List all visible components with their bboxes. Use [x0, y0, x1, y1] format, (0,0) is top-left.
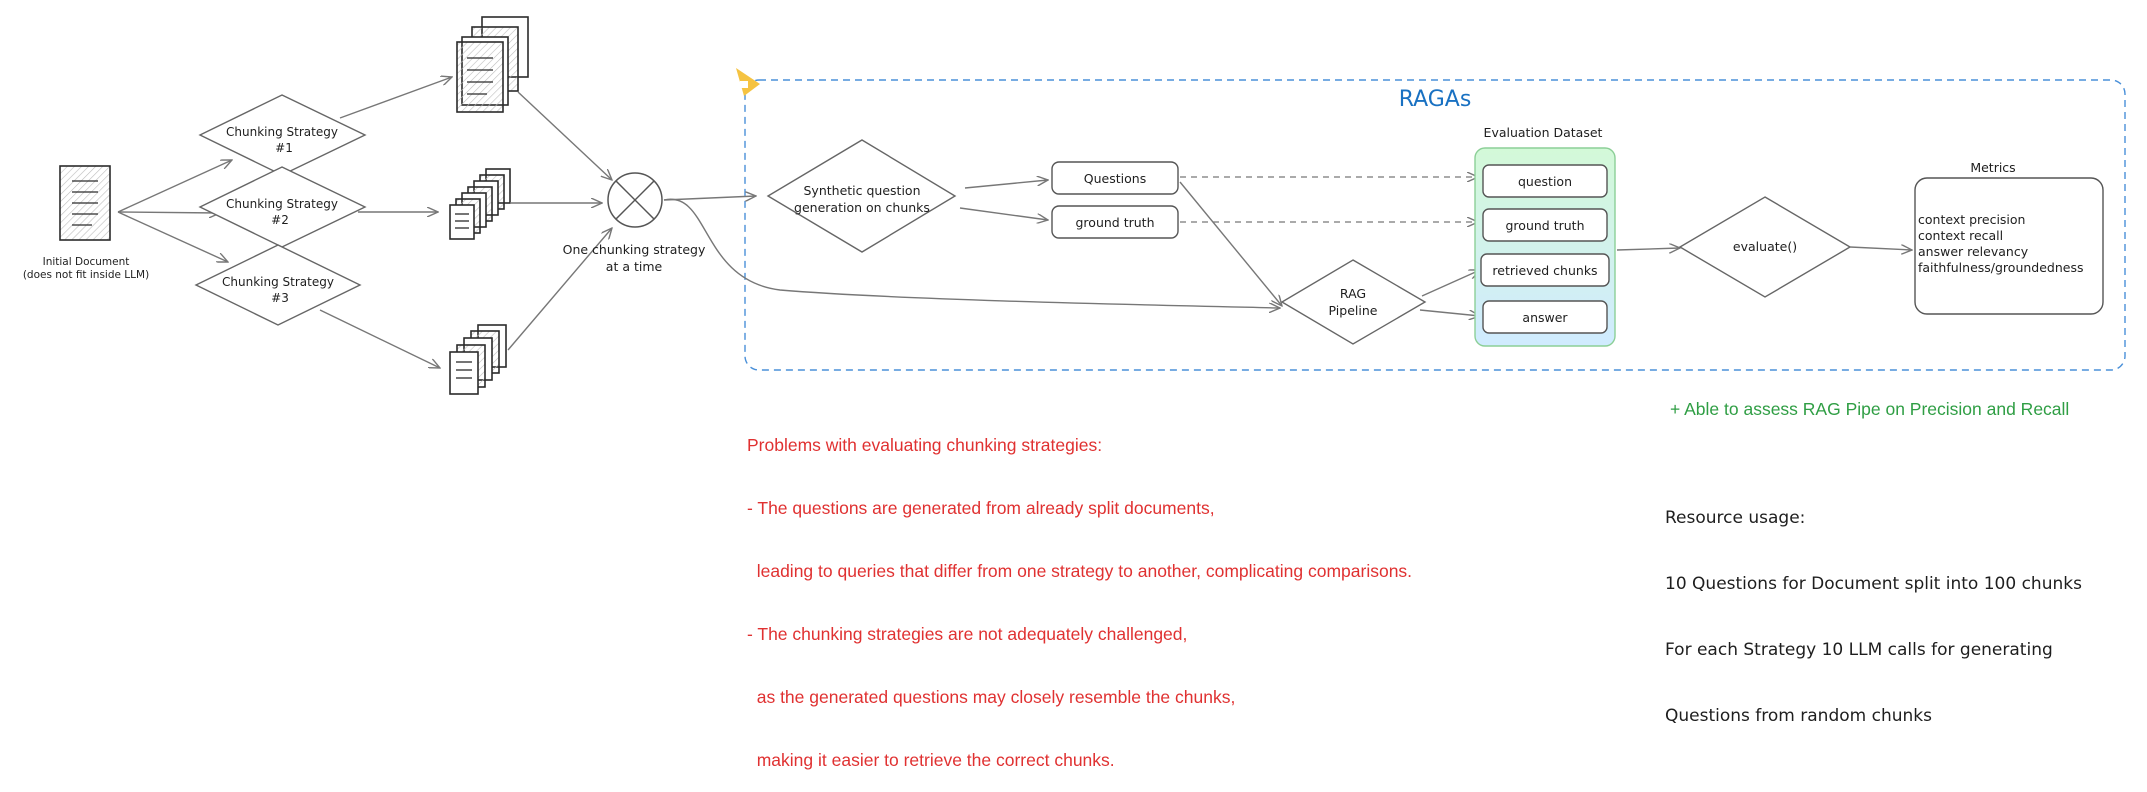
initial-document-icon: [59, 165, 111, 241]
frame-corner-tag-icon: [736, 68, 760, 96]
strategy-selector-icon: [607, 172, 663, 228]
chunks-stack-1-icon: [456, 16, 529, 113]
metrics-box: context precision context recall answer …: [1914, 177, 2104, 315]
problems-line-1: Problems with evaluating chunking strate…: [747, 435, 1103, 455]
metric-context-recall: context recall: [1918, 228, 2003, 243]
arrow-dataset-to-evaluate: [1616, 248, 1680, 250]
combiner-sublabel: at a time: [606, 259, 663, 274]
chunks-stack-2-icon: [449, 168, 511, 240]
dataset-item-ground-truth: ground truth: [1482, 208, 1608, 242]
initial-document-label: Initial Document: [43, 256, 130, 268]
arrow-stack-3-to-combiner: [507, 228, 612, 351]
arrow-synthetic-to-ground-truth: [959, 207, 1048, 220]
arrow-rag-to-answer: [1419, 309, 1480, 316]
evaluation-dataset-title: Evaluation Dataset: [1484, 125, 1603, 140]
dataset-item-retrieved-chunks: retrieved chunks: [1480, 253, 1610, 287]
evaluate-label: evaluate(): [1733, 239, 1797, 254]
metrics-title: Metrics: [1970, 160, 2015, 175]
arrow-evaluate-to-metrics: [1849, 247, 1912, 250]
resource-usage-line-1: 10 Questions for Document split into 100…: [1665, 574, 2082, 594]
initial-document-sublabel: (does not fit inside LLM): [23, 269, 149, 281]
dataset-item-answer: answer: [1482, 300, 1608, 334]
ragas-title: RAGAs: [1399, 87, 1472, 112]
arrow-strategy-3-to-chunks: [319, 309, 440, 368]
problems-line-5: as the generated questions may closely r…: [747, 687, 1236, 707]
arrow-strategy-1-to-chunks: [339, 77, 452, 119]
metric-context-precision: context precision: [1918, 212, 2025, 227]
questions-label: Questions: [1084, 171, 1146, 186]
resource-usage-line-2: For each Strategy 10 LLM calls for gener…: [1665, 640, 2053, 660]
advantage-note: + Able to assess RAG Pipe on Precision a…: [1670, 399, 2070, 419]
diagram-canvas: Initial Document (does not fit inside LL…: [23, 16, 2126, 395]
strategy-3-title: Chunking Strategy: [222, 275, 334, 289]
arrow-questions-to-rag-pipeline: [1179, 181, 1282, 306]
synthetic-subtitle: generation on chunks: [794, 200, 930, 215]
dataset-item-retrieved-chunks-label: retrieved chunks: [1492, 263, 1597, 278]
strategy-2-title: Chunking Strategy: [226, 197, 338, 211]
metric-answer-relevancy: answer relevancy: [1918, 244, 2029, 259]
arrow-doc-to-strategy-1: [117, 160, 232, 213]
arrow-stack-1-to-combiner: [517, 91, 612, 180]
synthetic-title: Synthetic question: [804, 183, 921, 198]
ground-truth-box: ground truth: [1051, 205, 1179, 239]
rag-pipeline: RAG Pipeline: [1280, 259, 1427, 345]
arrow-combiner-to-rag-pipeline: [663, 198, 1280, 308]
ragas-frame: [744, 79, 2126, 371]
chunking-strategy-3: Chunking Strategy #3: [194, 244, 362, 326]
strategy-2-number: #2: [271, 213, 289, 227]
arrow-rag-to-retrieved-chunks: [1421, 270, 1480, 297]
strategy-1-title: Chunking Strategy: [226, 125, 338, 139]
chunking-strategy-2: Chunking Strategy #2: [198, 166, 367, 248]
problems-note: Problems with evaluating chunking strate…: [747, 393, 1412, 792]
strategy-1-number: #1: [275, 141, 293, 155]
arrow-combiner-to-synthetic: [663, 196, 756, 200]
chunking-strategy-1: Chunking Strategy #1: [198, 94, 367, 176]
strategy-3-number: #3: [271, 291, 289, 305]
rag-pipeline-subtitle: Pipeline: [1329, 303, 1378, 318]
arrow-synthetic-to-questions: [964, 180, 1048, 189]
dataset-item-answer-label: answer: [1522, 310, 1568, 325]
problems-line-6: making it easier to retrieve the correct…: [747, 750, 1115, 770]
evaluate-step: evaluate(): [1678, 196, 1852, 298]
synthetic-question-generation: Synthetic question generation on chunks: [766, 139, 957, 253]
combiner-label: One chunking strategy: [563, 242, 706, 257]
resource-usage-note: Resource usage: 10 Questions for Documen…: [1665, 463, 2082, 749]
problems-line-2: - The questions are generated from alrea…: [747, 498, 1215, 518]
resource-usage-line-3: Questions from random chunks: [1665, 706, 1932, 726]
problems-line-3: leading to queries that differ from one …: [747, 561, 1413, 581]
questions-box: Questions: [1051, 161, 1179, 195]
dataset-item-ground-truth-label: ground truth: [1506, 218, 1585, 233]
resource-usage-title: Resource usage:: [1665, 508, 1806, 528]
arrow-doc-to-strategy-3: [117, 211, 228, 262]
rag-pipeline-title: RAG: [1340, 286, 1366, 301]
chunks-stack-3-icon: [449, 324, 507, 395]
ground-truth-label: ground truth: [1076, 215, 1155, 230]
arrow-doc-to-strategy-2: [117, 212, 220, 213]
problems-line-4: - The chunking strategies are not adequa…: [747, 624, 1188, 644]
dataset-item-question: question: [1482, 164, 1608, 198]
metric-faithfulness: faithfulness/groundedness: [1918, 260, 2084, 275]
evaluation-dataset: question ground truth retrieved chunks a…: [1474, 147, 1616, 347]
dataset-item-question-label: question: [1518, 174, 1572, 189]
